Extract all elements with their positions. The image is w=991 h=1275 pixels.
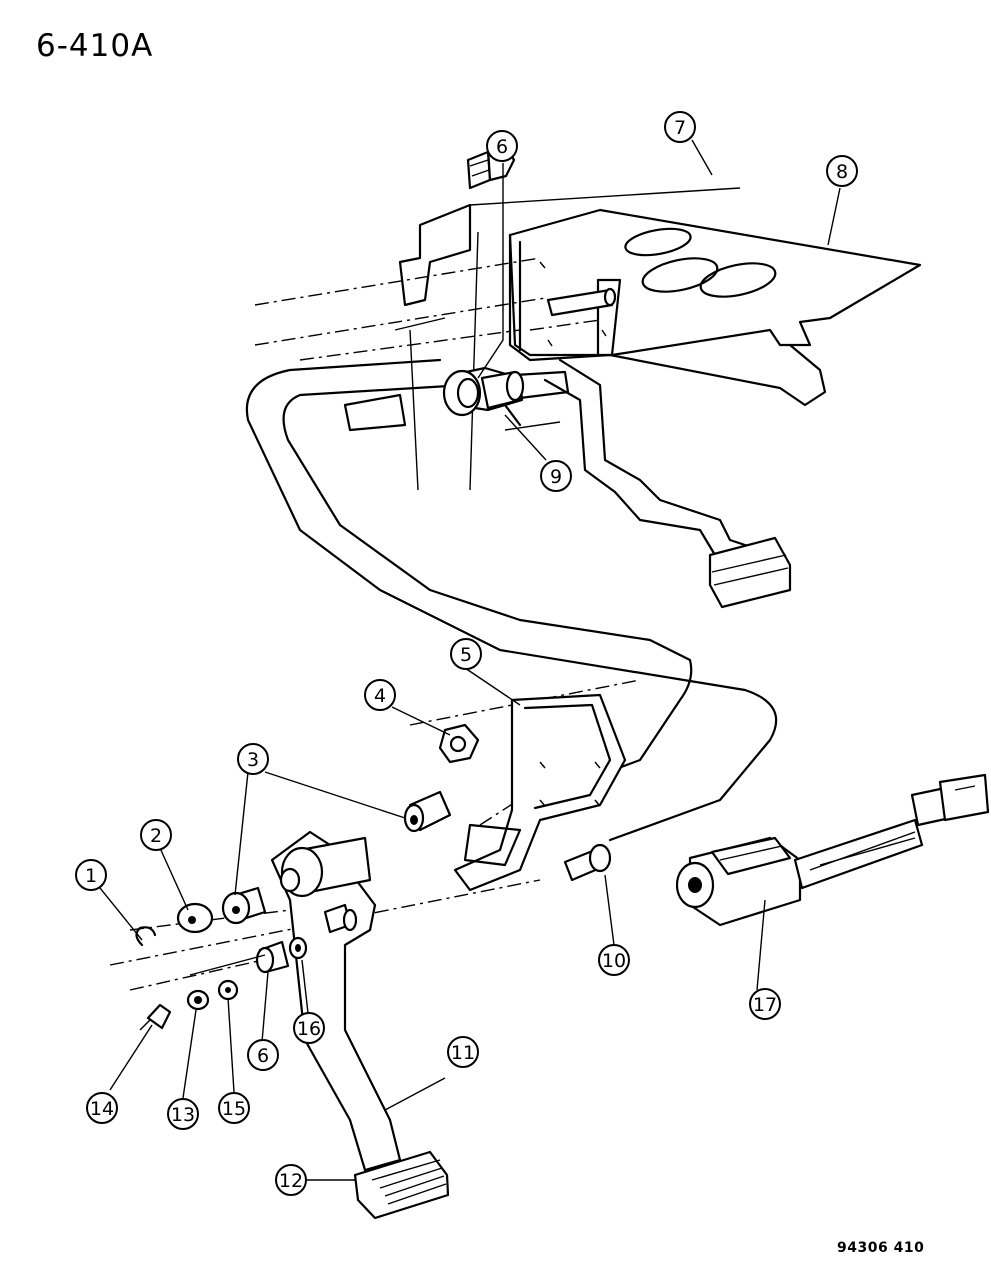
callout-circle — [75, 859, 107, 891]
spacer — [288, 936, 308, 960]
callout-circle — [275, 1164, 307, 1196]
callout-label: 10 — [602, 950, 626, 972]
upper-brake-pedal-arm — [343, 358, 792, 609]
nut — [438, 723, 480, 764]
washer-large — [176, 902, 214, 934]
callout-circle — [140, 819, 172, 851]
stop-lamp-switch — [675, 773, 990, 927]
callout-13: 13 — [167, 1098, 199, 1130]
leader-lines — [99, 139, 841, 1181]
callout-label: 9 — [550, 466, 562, 488]
callout-14: 14 — [86, 1092, 118, 1124]
pivot-bushing-lower — [189, 940, 290, 976]
callout-circle — [749, 988, 781, 1020]
lower-bracket — [453, 693, 627, 892]
pedal-arm-outline — [245, 358, 778, 842]
callout-6-2: 6 — [247, 1039, 279, 1071]
callout-label: 4 — [374, 685, 386, 707]
callout-label: 8 — [836, 161, 848, 183]
callout-circle — [450, 638, 482, 670]
callout-label: 13 — [171, 1104, 195, 1126]
callout-7: 7 — [664, 111, 696, 143]
callout-circle — [247, 1039, 279, 1071]
callout-16: 16 — [293, 1012, 325, 1044]
firewall-panel — [394, 187, 741, 491]
callout-label: 15 — [222, 1098, 246, 1120]
bushing-upper — [403, 790, 452, 833]
callout-label: 12 — [279, 1170, 303, 1192]
clip — [135, 926, 157, 947]
callout-circle — [218, 1092, 250, 1124]
callout-1: 1 — [75, 859, 107, 891]
callout-12: 12 — [275, 1164, 307, 1196]
callout-circle — [540, 460, 572, 492]
callout-label: 1 — [85, 865, 97, 887]
callout-4: 4 — [364, 679, 396, 711]
callout-label: 16 — [297, 1018, 321, 1040]
callout-circle — [167, 1098, 199, 1130]
callout-circle — [86, 1092, 118, 1124]
callout-3: 3 — [237, 743, 269, 775]
callout-5: 5 — [450, 638, 482, 670]
callout-11: 11 — [447, 1036, 479, 1068]
callout-10: 10 — [598, 944, 630, 976]
callout-label: 11 — [451, 1042, 475, 1064]
callout-9: 9 — [540, 460, 572, 492]
pedal-support-bracket — [508, 208, 922, 407]
callout-6: 6 — [486, 130, 518, 162]
lower-pedal-arm — [270, 830, 402, 1172]
pivot-assembly-upper — [442, 366, 561, 431]
callout-circle — [293, 1012, 325, 1044]
reference-number: 94306 410 — [837, 1240, 925, 1256]
bushing-lower — [221, 886, 267, 925]
callout-2: 2 — [140, 819, 172, 851]
washer-small-b — [217, 979, 239, 1001]
retaining-clip — [139, 1003, 172, 1031]
callout-label: 3 — [247, 749, 259, 771]
callout-label: 6 — [257, 1045, 269, 1067]
callout-17: 17 — [749, 988, 781, 1020]
callout-circle — [664, 111, 696, 143]
callout-8: 8 — [826, 155, 858, 187]
callout-circle — [237, 743, 269, 775]
callout-circle — [598, 944, 630, 976]
callout-label: 6 — [496, 136, 508, 158]
pedal-pad — [353, 1150, 450, 1220]
callout-circle — [826, 155, 858, 187]
callout-circle — [486, 130, 518, 162]
page-title: 6-410A — [36, 28, 154, 64]
callout-label: 5 — [460, 644, 472, 666]
callout-label: 17 — [753, 994, 777, 1016]
callout-circle — [364, 679, 396, 711]
alignment-lines — [109, 257, 641, 991]
callout-15: 15 — [218, 1092, 250, 1124]
washer-small-a — [186, 989, 210, 1011]
callout-label: 7 — [674, 117, 686, 139]
callout-label: 2 — [150, 825, 162, 847]
screw — [563, 843, 612, 882]
callout-label: 14 — [90, 1098, 114, 1120]
callout-circle — [447, 1036, 479, 1068]
